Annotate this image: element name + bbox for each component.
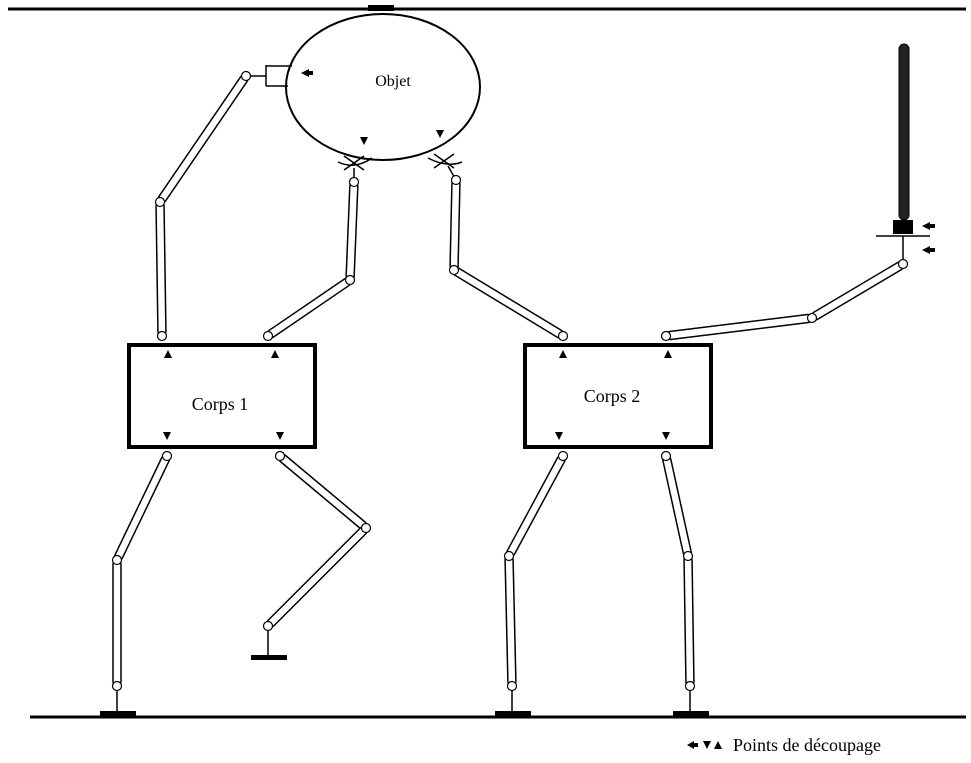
robot-1-arm-right-joint-3 [262, 330, 274, 342]
robot-1-leg-right-segment-1 [278, 453, 368, 531]
gripper-left-object [246, 65, 292, 87]
object-ellipse [285, 13, 481, 161]
robot-2-arm-right-segment-1 [810, 261, 905, 321]
down-arrow-icon [436, 130, 444, 138]
joints-layer [111, 70, 909, 692]
up-arrow-icon [664, 350, 672, 358]
robot-2-leg-right-segment-2 [683, 555, 695, 687]
left-arrow-icon [687, 741, 694, 749]
legend: Points de découpage [687, 735, 881, 755]
robot-1-leg-right-joint-2 [360, 522, 372, 534]
robot-1-leg-left-joint-1 [161, 450, 173, 462]
left-arrow-icon [922, 246, 930, 254]
robot-1-arm-left-joint-3 [156, 330, 168, 342]
robot-1-arm-right-segment-2 [266, 277, 352, 339]
object-label: Objet [375, 73, 411, 90]
robot-1-arm-left-segment-2 [155, 201, 167, 337]
body-1-box [127, 343, 317, 449]
robot-2-leg-right-joint-3 [684, 680, 696, 692]
tool-rod [876, 43, 930, 262]
robot-1-leg-right-segment-2 [266, 526, 368, 628]
feet [100, 626, 709, 717]
up-arrow-icon [559, 350, 567, 358]
down-arrow-icon [662, 432, 670, 440]
robot-2-arm-right-joint-1 [897, 258, 909, 270]
robot-2-leg-right-joint-2 [682, 550, 694, 562]
down-arrow-icon [276, 432, 284, 440]
robot-1-arm-left-segment-1 [157, 74, 249, 204]
up-arrow-icon [164, 350, 172, 358]
robot-1-leg-left-joint-2 [111, 554, 123, 566]
robot-2-leg-left-segment-1 [506, 454, 566, 558]
robot-2-arm-left-segment-2 [452, 267, 565, 339]
robot-2-arm-left-joint-3 [557, 330, 569, 342]
down-arrow-icon [360, 137, 368, 145]
down-arrow-icon [163, 432, 171, 440]
robot-1-leg-left-joint-3 [111, 680, 123, 692]
robot-1-leg-left-segment-1 [113, 454, 171, 562]
body-1-label: Corps 1 [192, 394, 249, 414]
robot-2-arm-right-segment-2 [665, 313, 813, 341]
robot-2-leg-left-joint-3 [506, 680, 518, 692]
robot-2-arm-right-joint-2 [806, 312, 818, 324]
robot-2-arm-left-segment-1 [449, 179, 461, 271]
down-arrow-icon [703, 741, 711, 749]
robot-2-leg-right-joint-1 [660, 450, 672, 462]
body-2-label: Corps 2 [584, 386, 641, 406]
left-arrow-icon [922, 222, 930, 230]
robot-2-arm-right-joint-3 [660, 330, 672, 342]
robot-2-leg-right-segment-1 [662, 455, 692, 557]
robot-1-leg-left-segment-2 [112, 559, 122, 687]
left-arrow-icon [301, 69, 309, 77]
up-arrow-icon [271, 350, 279, 358]
robot-1-leg-right-joint-1 [274, 450, 286, 462]
robot-1-arm-right-joint-1 [348, 176, 360, 188]
cutting-point-markers [163, 69, 935, 440]
links-layer [112, 74, 905, 687]
body-2-box [523, 343, 713, 449]
robot-2-arm-left-joint-2 [448, 264, 460, 276]
robot-1-arm-right-segment-1 [345, 181, 359, 281]
down-arrow-icon [555, 432, 563, 440]
robot-2-leg-left-segment-2 [504, 555, 517, 687]
robot-1-arm-left-joint-1 [240, 70, 252, 82]
legend-label: Points de découpage [733, 735, 881, 755]
robot-2-leg-left-joint-1 [557, 450, 569, 462]
robot-2-arm-left-joint-1 [450, 174, 462, 186]
robot-2-leg-left-joint-2 [503, 550, 515, 562]
top-border-tab [368, 5, 394, 11]
robot-1-leg-right-joint-3 [262, 620, 274, 632]
robot-1-arm-left-joint-2 [154, 196, 166, 208]
up-arrow-icon [714, 741, 722, 749]
robot-1-arm-right-joint-2 [344, 274, 356, 286]
